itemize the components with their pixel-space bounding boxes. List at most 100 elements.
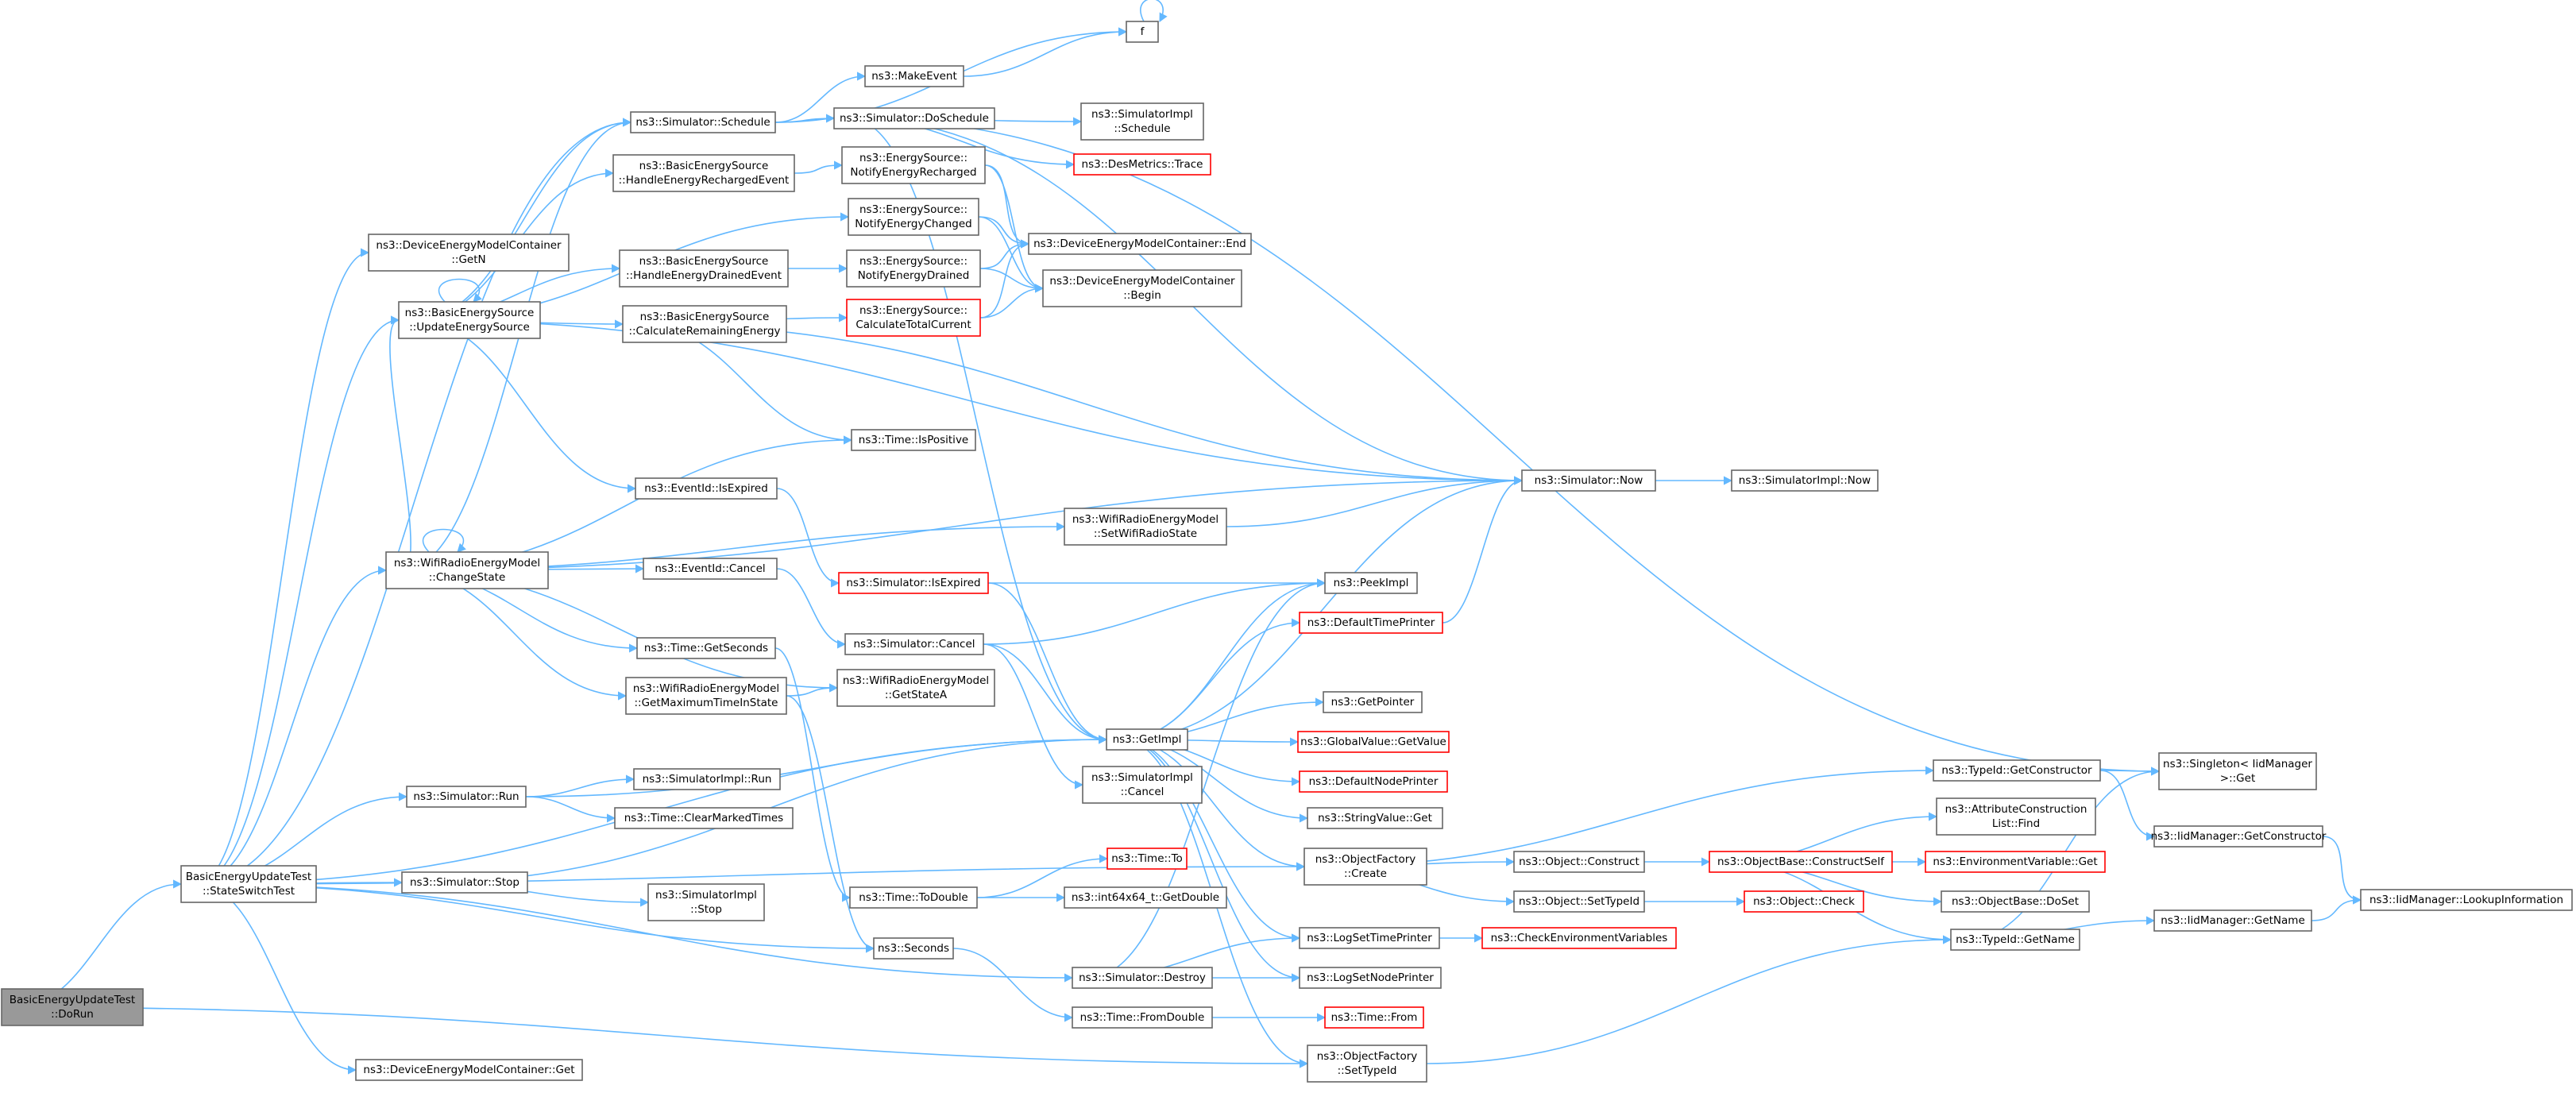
node-makeEvent[interactable]: ns3::MakeEvent xyxy=(864,65,964,87)
node-getSeconds[interactable]: ns3::Time::GetSeconds xyxy=(636,637,776,659)
node-box xyxy=(614,807,794,829)
node-timeTo[interactable]: ns3::Time::To xyxy=(1106,848,1188,870)
node-simCancel[interactable]: ns3::Simulator::Cancel xyxy=(844,633,984,655)
node-globalGetValue[interactable]: ns3::GlobalValue::GetValue xyxy=(1297,731,1450,753)
node-calcRemaining[interactable]: ns3::BasicEnergySource::CalculateRemaini… xyxy=(622,305,787,343)
node-doSchedule[interactable]: ns3::Simulator::DoSchedule xyxy=(833,107,995,129)
node-typeGetCtor[interactable]: ns3::TypeId::GetConstructor xyxy=(1933,759,2101,782)
node-toDouble[interactable]: ns3::Time::ToDouble xyxy=(849,886,978,909)
node-box xyxy=(1521,469,1656,492)
node-handleDrained[interactable]: ns3::BasicEnergySource::HandleEnergyDrai… xyxy=(619,249,789,288)
node-implNow[interactable]: ns3::SimulatorImpl::Now xyxy=(1731,469,1879,492)
node-box xyxy=(864,65,964,87)
node-timeFrom[interactable]: ns3::Time::From xyxy=(1324,1006,1424,1029)
node-doSet[interactable]: ns3::ObjectBase::DoSet xyxy=(1941,890,2090,913)
node-simIsExpired[interactable]: ns3::Simulator::IsExpired xyxy=(838,572,989,594)
call-edge-simCancel-to-implCancel xyxy=(983,643,1084,790)
node-getN[interactable]: ns3::DeviceEnergyModelContainer::GetN xyxy=(368,234,570,272)
node-box xyxy=(2153,909,2312,932)
node-box xyxy=(355,1059,583,1081)
node-iidLookup[interactable]: ns3::IidManager::LookupInformation xyxy=(2360,889,2573,911)
node-handleRecharged[interactable]: ns3::BasicEnergySource::HandleEnergyRech… xyxy=(612,154,795,192)
node-label: ns3::GlobalValue::GetValue xyxy=(1300,736,1446,748)
call-edge-getSeconds-to-toDouble xyxy=(774,647,852,902)
node-envGet[interactable]: ns3::EnvironmentVariable::Get xyxy=(1925,851,2106,873)
node-calcTotal[interactable]: ns3::EnergySource::CalculateTotalCurrent xyxy=(846,299,981,337)
node-box xyxy=(1072,1006,1213,1029)
node-label: ::UpdateEnergySource xyxy=(409,321,530,334)
node-schedule[interactable]: ns3::Simulator::Schedule xyxy=(630,111,776,133)
call-edge-typeGetCtor-to-iidGetCtor xyxy=(2099,770,2156,841)
node-label: ns3::BasicEnergySource xyxy=(639,160,769,172)
node-box xyxy=(633,768,781,790)
node-box xyxy=(2153,825,2323,848)
call-edge-getImpl-to-simNow xyxy=(1122,476,1524,740)
node-fromDouble[interactable]: ns3::Time::FromDouble xyxy=(1072,1006,1213,1029)
node-f[interactable]: f xyxy=(1126,21,1159,43)
node-simNow[interactable]: ns3::Simulator::Now xyxy=(1521,469,1656,492)
node-label: ns3::Seconds xyxy=(878,942,949,955)
node-singletonGet[interactable]: ns3::Singleton< IidManager >::Get xyxy=(2158,752,2317,790)
node-label: ns3::Time::To xyxy=(1111,852,1183,865)
node-int64GetDouble[interactable]: ns3::int64x64_t::GetDouble xyxy=(1064,886,1227,909)
node-implSchedule[interactable]: ns3::SimulatorImpl::Schedule xyxy=(1080,102,1204,141)
node-getImpl[interactable]: ns3::GetImpl xyxy=(1106,728,1188,751)
node-simStop[interactable]: ns3::Simulator::Stop xyxy=(401,871,528,894)
node-box xyxy=(1299,927,1440,949)
call-edge-setWifi-to-simNow xyxy=(1226,476,1524,527)
node-label: >::Get xyxy=(2220,772,2255,785)
node-logSetNode[interactable]: ns3::LogSetNodePrinter xyxy=(1299,967,1442,989)
node-simRun[interactable]: ns3::Simulator::Run xyxy=(406,786,527,808)
node-getStateA[interactable]: ns3::WifiRadioEnergyModel::GetStateA xyxy=(836,669,995,707)
node-notifyRecharged[interactable]: ns3::EnergySource::NotifyEnergyRecharged xyxy=(841,146,986,184)
node-setWifi[interactable]: ns3::WifiRadioEnergyModel::SetWifiRadioS… xyxy=(1064,508,1227,546)
node-notifyDrained[interactable]: ns3::EnergySource::NotifyEnergyDrained xyxy=(846,249,981,288)
node-peekImpl[interactable]: ns3::PeekImpl xyxy=(1324,572,1418,594)
node-isExpired[interactable]: ns3::EventId::IsExpired xyxy=(635,477,778,500)
node-demcEnd[interactable]: ns3::DeviceEnergyModelContainer::End xyxy=(1028,233,1252,255)
node-clearMarked[interactable]: ns3::Time::ClearMarkedTimes xyxy=(614,807,794,829)
node-stateswitch[interactable]: BasicEnergyUpdateTest::StateSwitchTest xyxy=(180,865,317,903)
node-box xyxy=(612,154,795,192)
node-objCheck[interactable]: ns3::Object::Check xyxy=(1744,890,1864,913)
node-ofSetTypeId[interactable]: ns3::ObjectFactory::SetTypeId xyxy=(1307,1045,1427,1083)
node-implCancel[interactable]: ns3::SimulatorImpl::Cancel xyxy=(1082,766,1203,804)
node-seconds[interactable]: ns3::Seconds xyxy=(873,937,954,960)
node-getPointer[interactable]: ns3::GetPointer xyxy=(1323,691,1423,713)
node-label: ns3::CheckEnvironmentVariables xyxy=(1491,932,1668,944)
node-typeGetName[interactable]: ns3::TypeId::GetName xyxy=(1950,929,2080,951)
call-edge-schedule-to-makeEvent xyxy=(774,71,867,123)
node-defaultTime[interactable]: ns3::DefaultTimePrinter xyxy=(1299,612,1443,634)
node-changeState[interactable]: ns3::WifiRadioEnergyModel::ChangeState xyxy=(385,551,549,589)
node-constructSelf[interactable]: ns3::ObjectBase::ConstructSelf xyxy=(1709,851,1893,873)
node-demcBegin[interactable]: ns3::DeviceEnergyModelContainer::Begin xyxy=(1042,269,1242,307)
node-objConstruct[interactable]: ns3::Object::Construct xyxy=(1513,851,1645,873)
node-updateEnergy[interactable]: ns3::BasicEnergySource::UpdateEnergySour… xyxy=(398,301,541,339)
node-desTrace[interactable]: ns3::DesMetrics::Trace xyxy=(1073,153,1211,176)
node-implRun[interactable]: ns3::SimulatorImpl::Run xyxy=(633,768,781,790)
node-iidGetCtor[interactable]: ns3::IidManager::GetConstructor xyxy=(2151,825,2327,848)
node-label: ::GetN xyxy=(451,253,485,266)
node-simDestroy[interactable]: ns3::Simulator::Destroy xyxy=(1072,967,1213,989)
node-defaultNode[interactable]: ns3::DefaultNodePrinter xyxy=(1299,770,1448,793)
node-isPositive[interactable]: ns3::Time::IsPositive xyxy=(851,429,976,451)
node-stringGet[interactable]: ns3::StringValue::Get xyxy=(1307,807,1443,829)
node-ofCreate[interactable]: ns3::ObjectFactory::Create xyxy=(1303,848,1427,886)
node-box xyxy=(1744,890,1864,913)
node-notifyChanged[interactable]: ns3::EnergySource::NotifyEnergyChanged xyxy=(848,198,979,236)
node-getMaxTime[interactable]: ns3::WifiRadioEnergyModel::GetMaximumTim… xyxy=(625,677,787,715)
node-eventCancel[interactable]: ns3::EventId::Cancel xyxy=(643,558,778,580)
node-logSetTime[interactable]: ns3::LogSetTimePrinter xyxy=(1299,927,1440,949)
node-label: BasicEnergyUpdateTest xyxy=(10,994,135,1006)
node-objSetTypeId[interactable]: ns3::Object::SetTypeId xyxy=(1513,890,1645,913)
self-call-edge-f xyxy=(1140,0,1168,22)
node-dorun[interactable]: BasicEnergyUpdateTest::DoRun xyxy=(1,988,144,1026)
node-checkEnv[interactable]: ns3::CheckEnvironmentVariables xyxy=(1481,927,1677,949)
node-box xyxy=(636,637,776,659)
node-implStop[interactable]: ns3::SimulatorImpl::Stop xyxy=(647,883,765,921)
node-label: ::Stop xyxy=(690,903,722,916)
node-iidGetName[interactable]: ns3::IidManager::GetName xyxy=(2153,909,2312,932)
node-demcGet[interactable]: ns3::DeviceEnergyModelContainer::Get xyxy=(355,1059,583,1081)
